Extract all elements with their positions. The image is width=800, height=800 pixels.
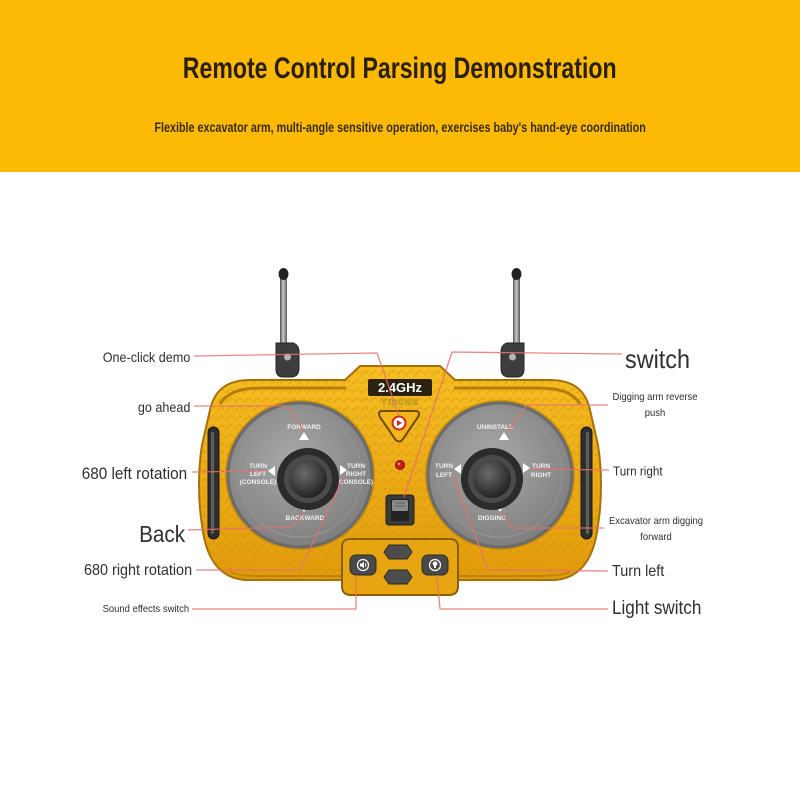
page-title: Remote Control Parsing Demonstration [183, 52, 617, 85]
left-antenna [278, 268, 289, 348]
leader-line-turn-right [530, 468, 610, 471]
callout-sound-effects-switch: Sound effects switch [102, 602, 189, 615]
arrow-up-icon [499, 432, 509, 440]
leader-line-turn-left [452, 475, 609, 572]
left-antenna-bracket [275, 342, 300, 378]
subtitle-row: Flexible excavator arm, multi-angle sens… [0, 118, 800, 137]
arrow-right-icon [340, 465, 347, 475]
light-switch-button [421, 554, 449, 576]
right-antenna [511, 268, 522, 348]
right-stick-left-label-2: LEFT [436, 472, 452, 479]
speaker-icon [356, 558, 370, 572]
left-stick-left-label-1: TURN [249, 463, 267, 470]
title-row: Remote Control Parsing Demonstration [0, 51, 800, 87]
sound-effects-button [349, 554, 377, 576]
leader-lines [187, 351, 623, 610]
leader-line-sound-effects [192, 575, 357, 610]
arm-down-button [383, 569, 413, 585]
callout-light-switch: Light switch [612, 598, 702, 620]
demo-icon [391, 415, 407, 431]
left-side-grip [207, 426, 220, 540]
leader-line-light-switch [436, 574, 608, 610]
leader-line-switch [403, 351, 623, 498]
right-joystick-pad: UNINSTALL DIGGING TURN LEFT TURN RIGHT [425, 400, 575, 550]
arm-up-button [383, 544, 413, 560]
callout-turn-right: Turn right [613, 463, 663, 479]
right-stick-down-label: DIGGING [478, 515, 506, 522]
header-banner: Remote Control Parsing Demonstration Fle… [0, 0, 800, 172]
body-shoulder-ridge [218, 386, 582, 405]
callout-digging-arm-reverse-push: Digging arm reverse push [612, 391, 698, 419]
left-stick-right-label-2: RIGHT [346, 471, 366, 478]
arrow-left-icon [268, 466, 275, 476]
left-stick-up-label: FORWARD [287, 424, 321, 431]
leader-line-right-rotation [196, 475, 345, 571]
power-slide-switch [385, 494, 415, 526]
right-side-grip [580, 426, 593, 540]
leader-line-left-rotation [191, 470, 268, 473]
callout-excavator-arm-digging-forward: Excavator arm digging forward [608, 515, 704, 543]
light-bulb-icon [428, 558, 442, 572]
callout-left-rotation: 680 left rotation [81, 464, 187, 484]
right-stick-right-label-1: TURN [532, 463, 550, 470]
frequency-badge: 2.4GHz [368, 379, 432, 396]
right-antenna-bracket [500, 342, 525, 378]
callout-right-rotation: 680 right rotation [83, 561, 192, 579]
arrow-up-icon [299, 432, 309, 440]
right-stick-up-label: UNINSTALL [477, 424, 513, 431]
power-led [395, 460, 405, 470]
leader-line-back [187, 512, 305, 531]
bottom-button-panel [341, 538, 459, 596]
right-stick-left-label-1: TURN [435, 463, 453, 470]
callout-back: Back [138, 520, 185, 547]
callout-switch: switch [625, 344, 691, 375]
brand-text: YIGONG [381, 397, 419, 407]
right-joystick-knob [461, 448, 523, 510]
leader-line-digging-forward [500, 512, 604, 529]
left-stick-right-label-3: (CONSOLE) [337, 479, 373, 486]
left-stick-left-label-2: LEFT [250, 471, 266, 478]
arrow-right-icon [523, 463, 530, 473]
left-joystick-pad: FORWARD BACKWARD TURN LEFT (CONSOLE) TUR… [225, 400, 375, 550]
one-click-demo-button [378, 410, 420, 443]
callout-one-click-demo: One-click demo [102, 348, 190, 365]
leader-line-go-ahead [194, 405, 305, 432]
leader-line-one-click-demo [193, 352, 400, 417]
leader-line-digging-reverse [506, 404, 608, 433]
page-subtitle: Flexible excavator arm, multi-angle sens… [154, 119, 646, 135]
right-stick-right-label-2: RIGHT [531, 472, 551, 479]
callout-go-ahead: go ahead [137, 398, 190, 415]
frequency-badge-text: 2.4GHz [378, 380, 423, 395]
left-stick-right-label-1: TURN [347, 463, 365, 470]
callout-turn-left: Turn left [612, 562, 665, 580]
left-stick-down-label: BACKWARD [286, 515, 325, 522]
left-joystick-knob [277, 448, 339, 510]
left-stick-left-label-3: (CONSOLE) [240, 479, 276, 486]
arrow-left-icon [454, 464, 461, 474]
